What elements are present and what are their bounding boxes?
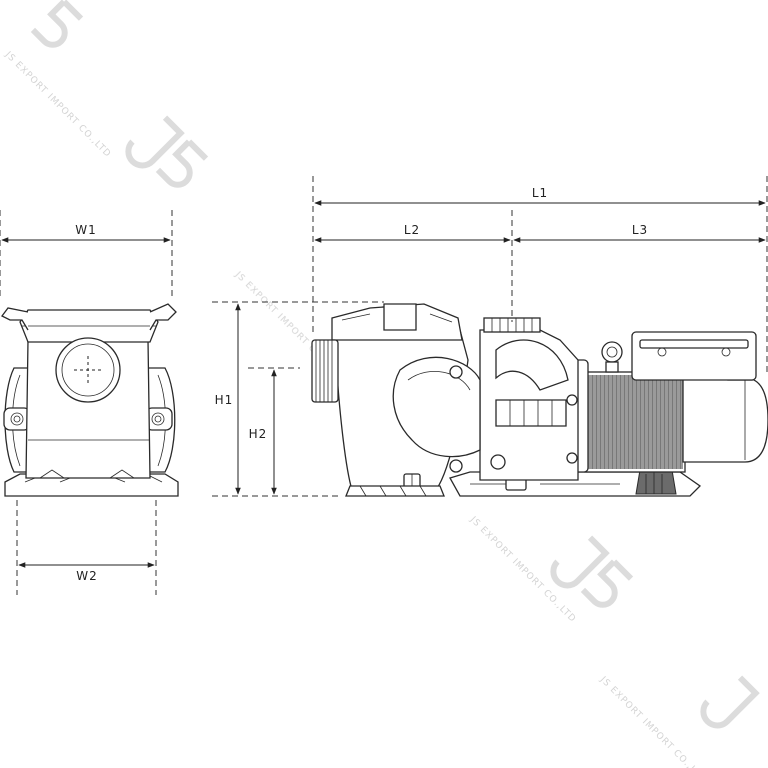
watermark-text: JS EXPORT IMPORT CO.,LTD [597,674,708,768]
front-view [1,303,179,497]
side-dimensions: L1 L2 L3 H1 H2 [212,176,768,497]
watermark-logo [30,0,84,48]
watermark-logo [700,675,760,729]
dim-label-l3: L3 [632,223,648,237]
dim-label-l2: L2 [404,223,420,237]
watermark-text: JS EXPORT IMPORT CO.,LTD [467,514,578,625]
dim-label-l1: L1 [532,186,548,200]
dim-label-h2: H2 [249,427,268,441]
front-dimensions: W1 W2 [0,210,173,595]
watermark-logo [125,115,209,188]
dim-label-h1: H1 [215,393,234,407]
watermark-text: JS EXPORT IMPORT CO.,LTD [2,49,113,160]
dim-label-w1: W1 [75,223,97,237]
side-view [311,303,768,497]
dim-label-w2: W2 [76,569,98,583]
watermark-logo [550,535,634,608]
